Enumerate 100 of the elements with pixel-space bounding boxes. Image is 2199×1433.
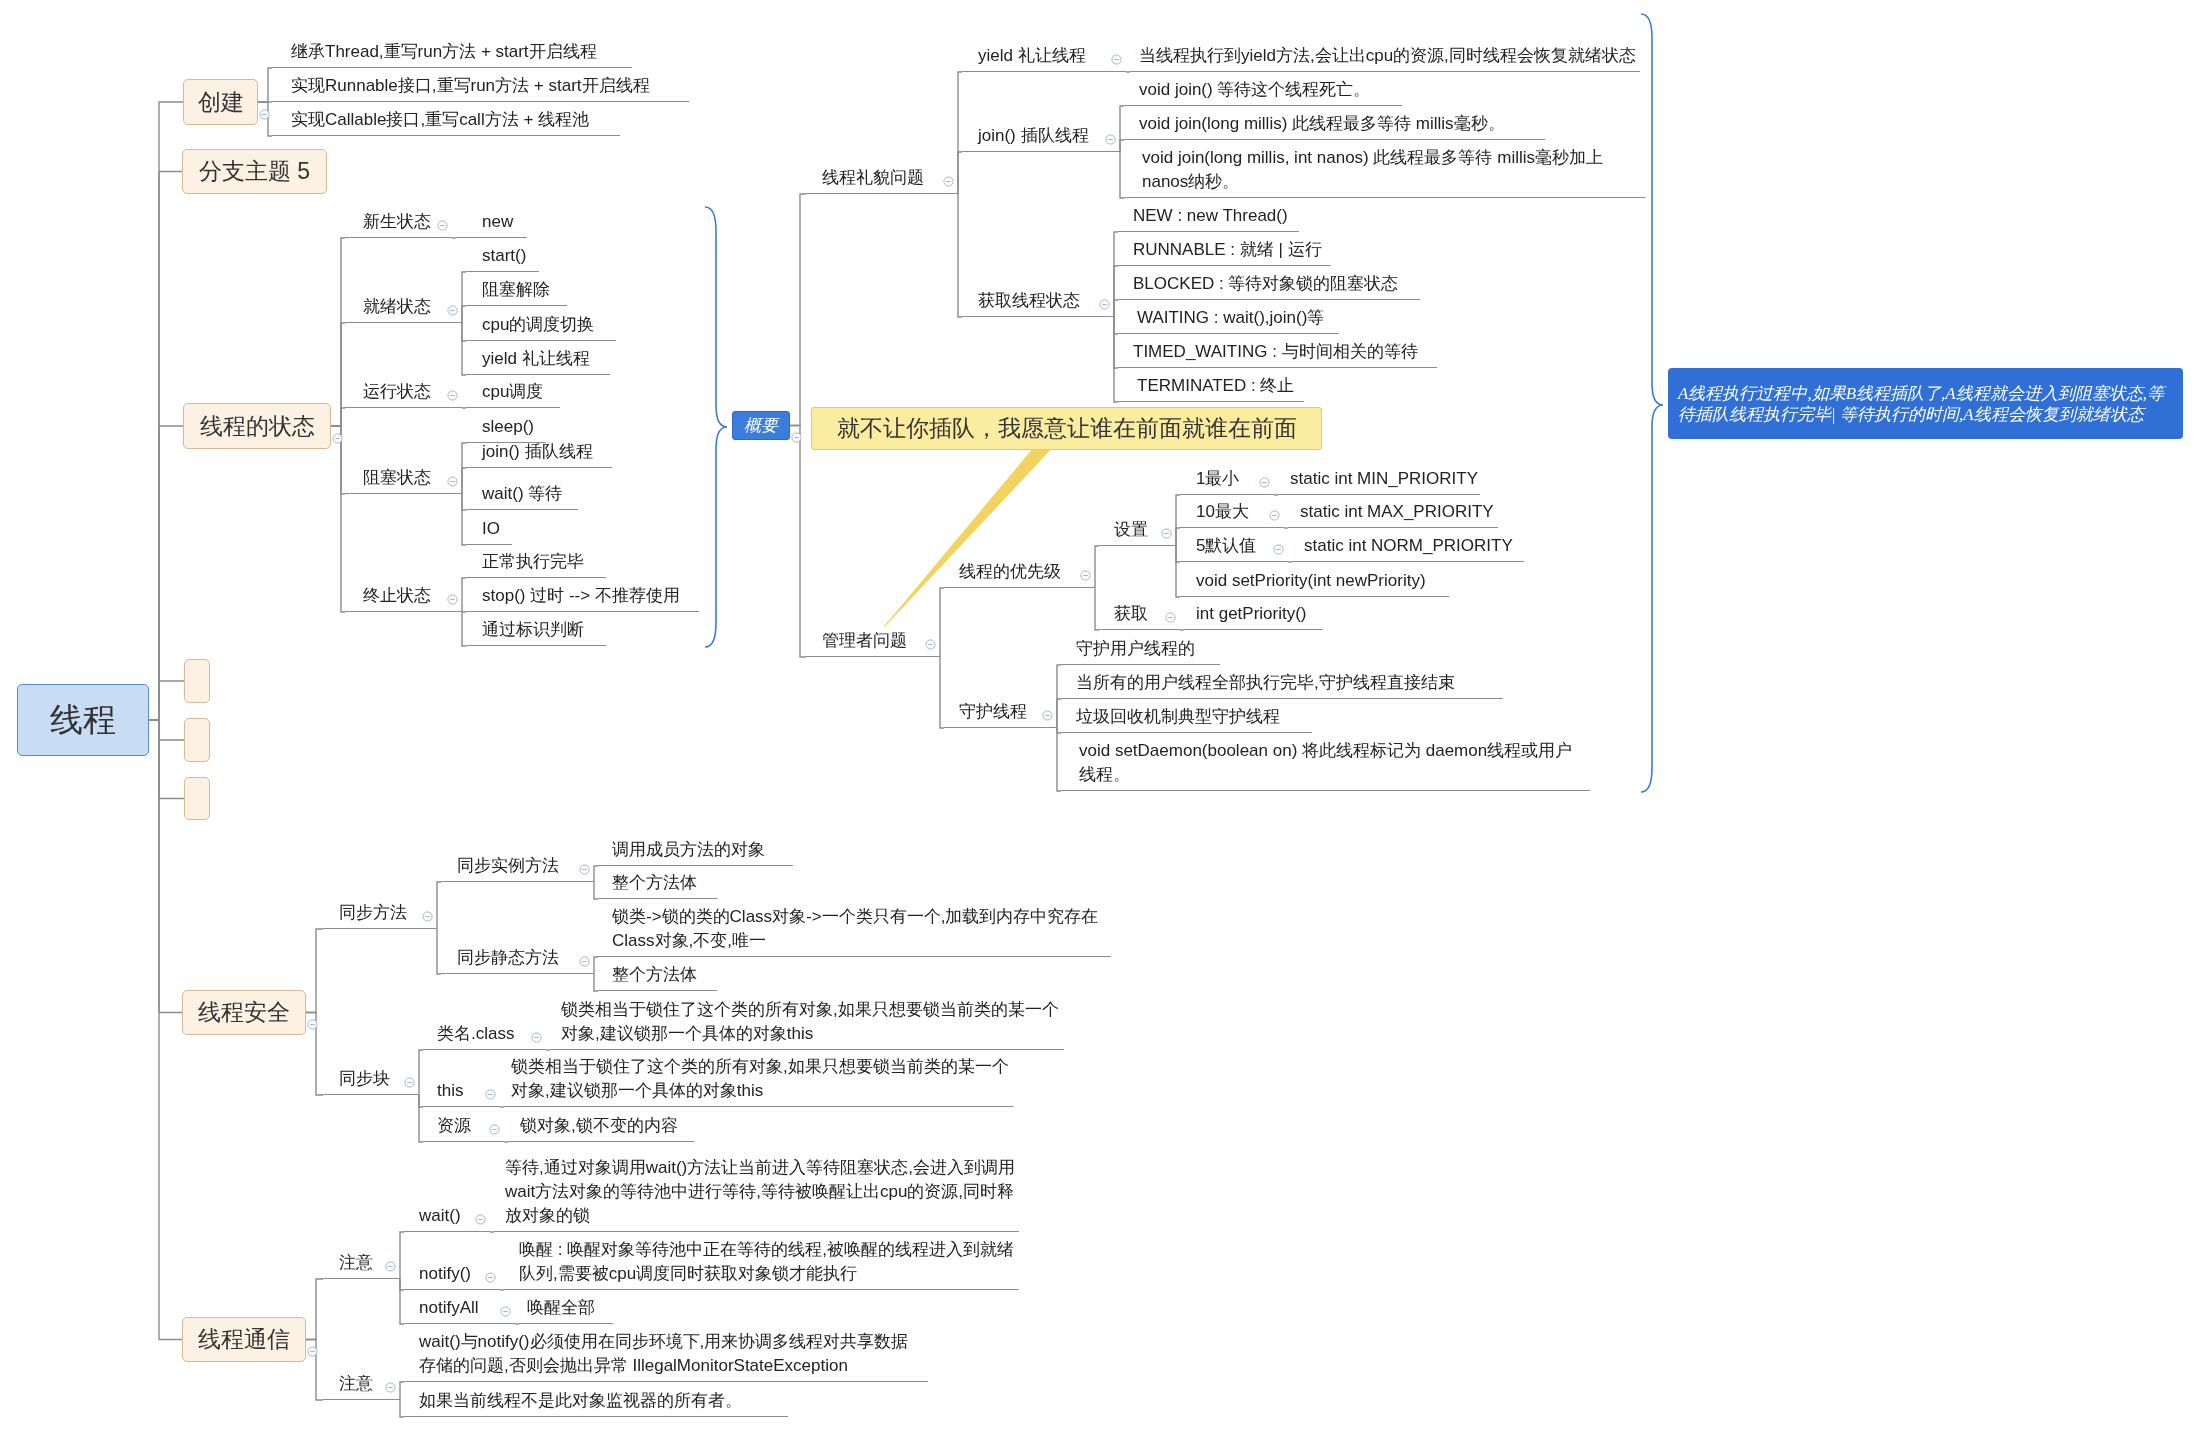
connector-line [957, 193, 963, 318]
subtopic-label: void setDaemon(boolean on) 将此线程标记为 daemon线程或用户线程。 [1061, 739, 1590, 791]
subtopic-label: 正常执行完毕 [466, 550, 606, 578]
subtopic-label: void join() 等待这个线程死亡。 [1124, 78, 1402, 106]
empty-topic-box [184, 718, 210, 762]
connector-line [1175, 545, 1181, 598]
connector-line [1056, 698, 1062, 729]
connector-line [939, 656, 945, 729]
connector-line [305, 1338, 324, 1401]
connector-line [451, 237, 457, 239]
connector-line [593, 956, 599, 975]
subtopic-label: 如果当前线程不是此对象监视器的所有者。 [404, 1389, 788, 1417]
connector-line [1094, 545, 1100, 589]
callout-pointer [883, 449, 1051, 628]
subtopic-label: RUNNABLE : 就绪 | 运行 [1118, 238, 1331, 266]
subtopic-label: IO [466, 517, 512, 545]
subtopic-label: 实现Callable接口,重写call方法 + 线程池 [272, 108, 620, 136]
subtopic-label: TIMED_WAITING : 与时间相关的等待 [1118, 340, 1437, 368]
empty-topic-box [184, 777, 210, 820]
connector-line [1119, 139, 1125, 153]
connector-line [461, 407, 467, 409]
subtopic-label: void join(long millis) 此线程最多等待 millis毫秒。 [1124, 112, 1545, 140]
subtopic-label: NEW : new Thread() [1118, 204, 1299, 232]
connector-line [305, 1011, 324, 1096]
connector-line [1119, 151, 1125, 199]
subtopic-label: WAITING : wait(),join()等 [1118, 306, 1339, 334]
subtopic-label: join() 插队线程 [466, 440, 612, 468]
connector-line [399, 1231, 405, 1280]
subtopic-label: 继承Thread,重写run方法 + start开启线程 [272, 40, 632, 68]
subtopic-label: 唤醒全部 [519, 1296, 613, 1324]
subtopic-label: start() [466, 244, 539, 272]
connector-line [461, 322, 467, 376]
subtopic-label: 锁类相当于锁住了这个类的所有对象,如果只想要锁当前类的某一个对象,建议锁那一个具体的对象this [504, 1055, 1013, 1107]
summary-tag: 概要 [732, 411, 790, 440]
connector-line [789, 424, 807, 658]
subtopic-label: 调用成员方法的对象 [598, 838, 793, 866]
topic-box: 线程通信 [182, 1317, 306, 1362]
connector-line [1175, 527, 1181, 547]
connector-line [593, 973, 599, 992]
subtopic-label: static int NORM_PRIORITY [1292, 534, 1524, 562]
topic-box: 线程的状态 [183, 403, 331, 449]
connector-line [461, 611, 467, 613]
connector-line [461, 577, 467, 613]
connector-line [503, 1141, 509, 1143]
connector-line [489, 1231, 495, 1233]
connector-line [593, 881, 599, 900]
callout-note: 就不让你插队，我愿意让谁在前面就谁在前面 [811, 407, 1322, 450]
subtopic-label: 锁类相当于锁住了这个类的所有对象,如果只想要锁当前类的某一个对象,建议锁那一个具体的对象this [550, 998, 1064, 1050]
subtopic-label: 守护用户线程的 [1061, 637, 1220, 665]
subtopic-label: stop() 过时 --> 不推荐使用 [466, 584, 699, 612]
subtopic-label: int getPriority() [1184, 602, 1323, 630]
subtopic-label: 锁对象,锁不变的内容 [508, 1114, 694, 1142]
subtopic-label: void setPriority(int newPriority) [1180, 569, 1449, 597]
connector-line [257, 101, 273, 137]
subtopic-label: 实现Runnable接口,重写run方法 + start开启线程 [272, 74, 689, 102]
subtopic-label: 整个方法体 [598, 871, 717, 899]
connector-line [461, 611, 467, 647]
subtopic-label: cpu调度 [466, 380, 560, 408]
connector-line [1113, 299, 1119, 318]
connector-line [418, 1094, 424, 1143]
connector-line [436, 928, 442, 975]
subtopic-label: 垃圾回收机制典型守护线程 [1061, 705, 1312, 733]
subtopic-label: 当所有的用户线程全部执行完毕,守护线程直接结束 [1061, 671, 1503, 699]
subtopic-label: 锁类->锁的类的Class对象->一个类只有一个,加载到内存中究存在Class对象,不变,唯一 [598, 905, 1111, 957]
summary-note: A线程执行过程中,如果B线程插队了,A线程就会进入到阻塞状态,等待插队线程执行完毕| 等待执行的时间,A线程会恢复到就绪状态 [1668, 368, 2183, 439]
connector-line [499, 1106, 505, 1108]
subtopic-label: new [456, 210, 527, 238]
topic-box: 分支主题 5 [182, 149, 327, 194]
connector-line [1283, 527, 1289, 529]
connector-line [514, 1323, 520, 1325]
connector-line [957, 151, 963, 195]
subtopic-label: sleep() [466, 415, 546, 443]
subtopic-label: 整个方法体 [598, 963, 717, 991]
subtopic-label: 通过标识判断 [466, 618, 606, 646]
subtopic-label: static int MAX_PRIORITY [1288, 500, 1498, 528]
connector-line [418, 1049, 424, 1096]
subtopic-label: cpu的调度切换 [466, 313, 616, 341]
connector-line [1179, 629, 1185, 631]
subtopic-label: static int MIN_PRIORITY [1278, 467, 1480, 495]
connector-line [593, 865, 599, 883]
central-topic-box: 线程 [17, 684, 149, 756]
connector-line [1113, 316, 1119, 403]
connector-line [399, 1399, 405, 1418]
subtopic-label: TERMINATED : 终止 [1118, 374, 1304, 402]
connector-line [1056, 727, 1062, 792]
subtopic-label: void join(long millis, int nanos) 此线程最多等待 millis毫秒加上 nanos纳秒。 [1124, 146, 1645, 198]
subtopic-label: 唤醒 : 唤醒对象等待池中正在等待的线程,被唤醒的线程进入到就绪队列,需要被cpu调度同时获取对象锁才能执行 [504, 1238, 1019, 1290]
subtopic-label: wait()与notify()必须使用在同步环境下,用来协调多线程对共享数据存储的问题,否则会抛出异常 IllegalMonitorStateException [404, 1330, 928, 1382]
connector-line [1094, 587, 1100, 631]
connector-line [461, 493, 467, 546]
topic-box: 创建 [183, 79, 258, 125]
connector-line [436, 881, 442, 930]
connector-line [461, 305, 467, 324]
subtopic-label: 等待,通过对象调用wait()方法让当前进入等待阻塞状态,会进入到调用wait方法对象的等待池中进行等待,等待被唤醒让出cpu的资源,同时释放对象的锁 [494, 1156, 1019, 1232]
subtopic-label: 阻塞解除 [466, 278, 567, 306]
connector-line [330, 425, 346, 613]
subtopic-label: 当线程执行到yield方法,会让出cpu的资源,同时线程会恢复就绪状态 [1130, 44, 1640, 72]
subtopic-label: BLOCKED : 等待对象锁的阻塞状态 [1118, 272, 1420, 300]
connector-line [461, 467, 467, 495]
connector-line [1125, 71, 1131, 73]
